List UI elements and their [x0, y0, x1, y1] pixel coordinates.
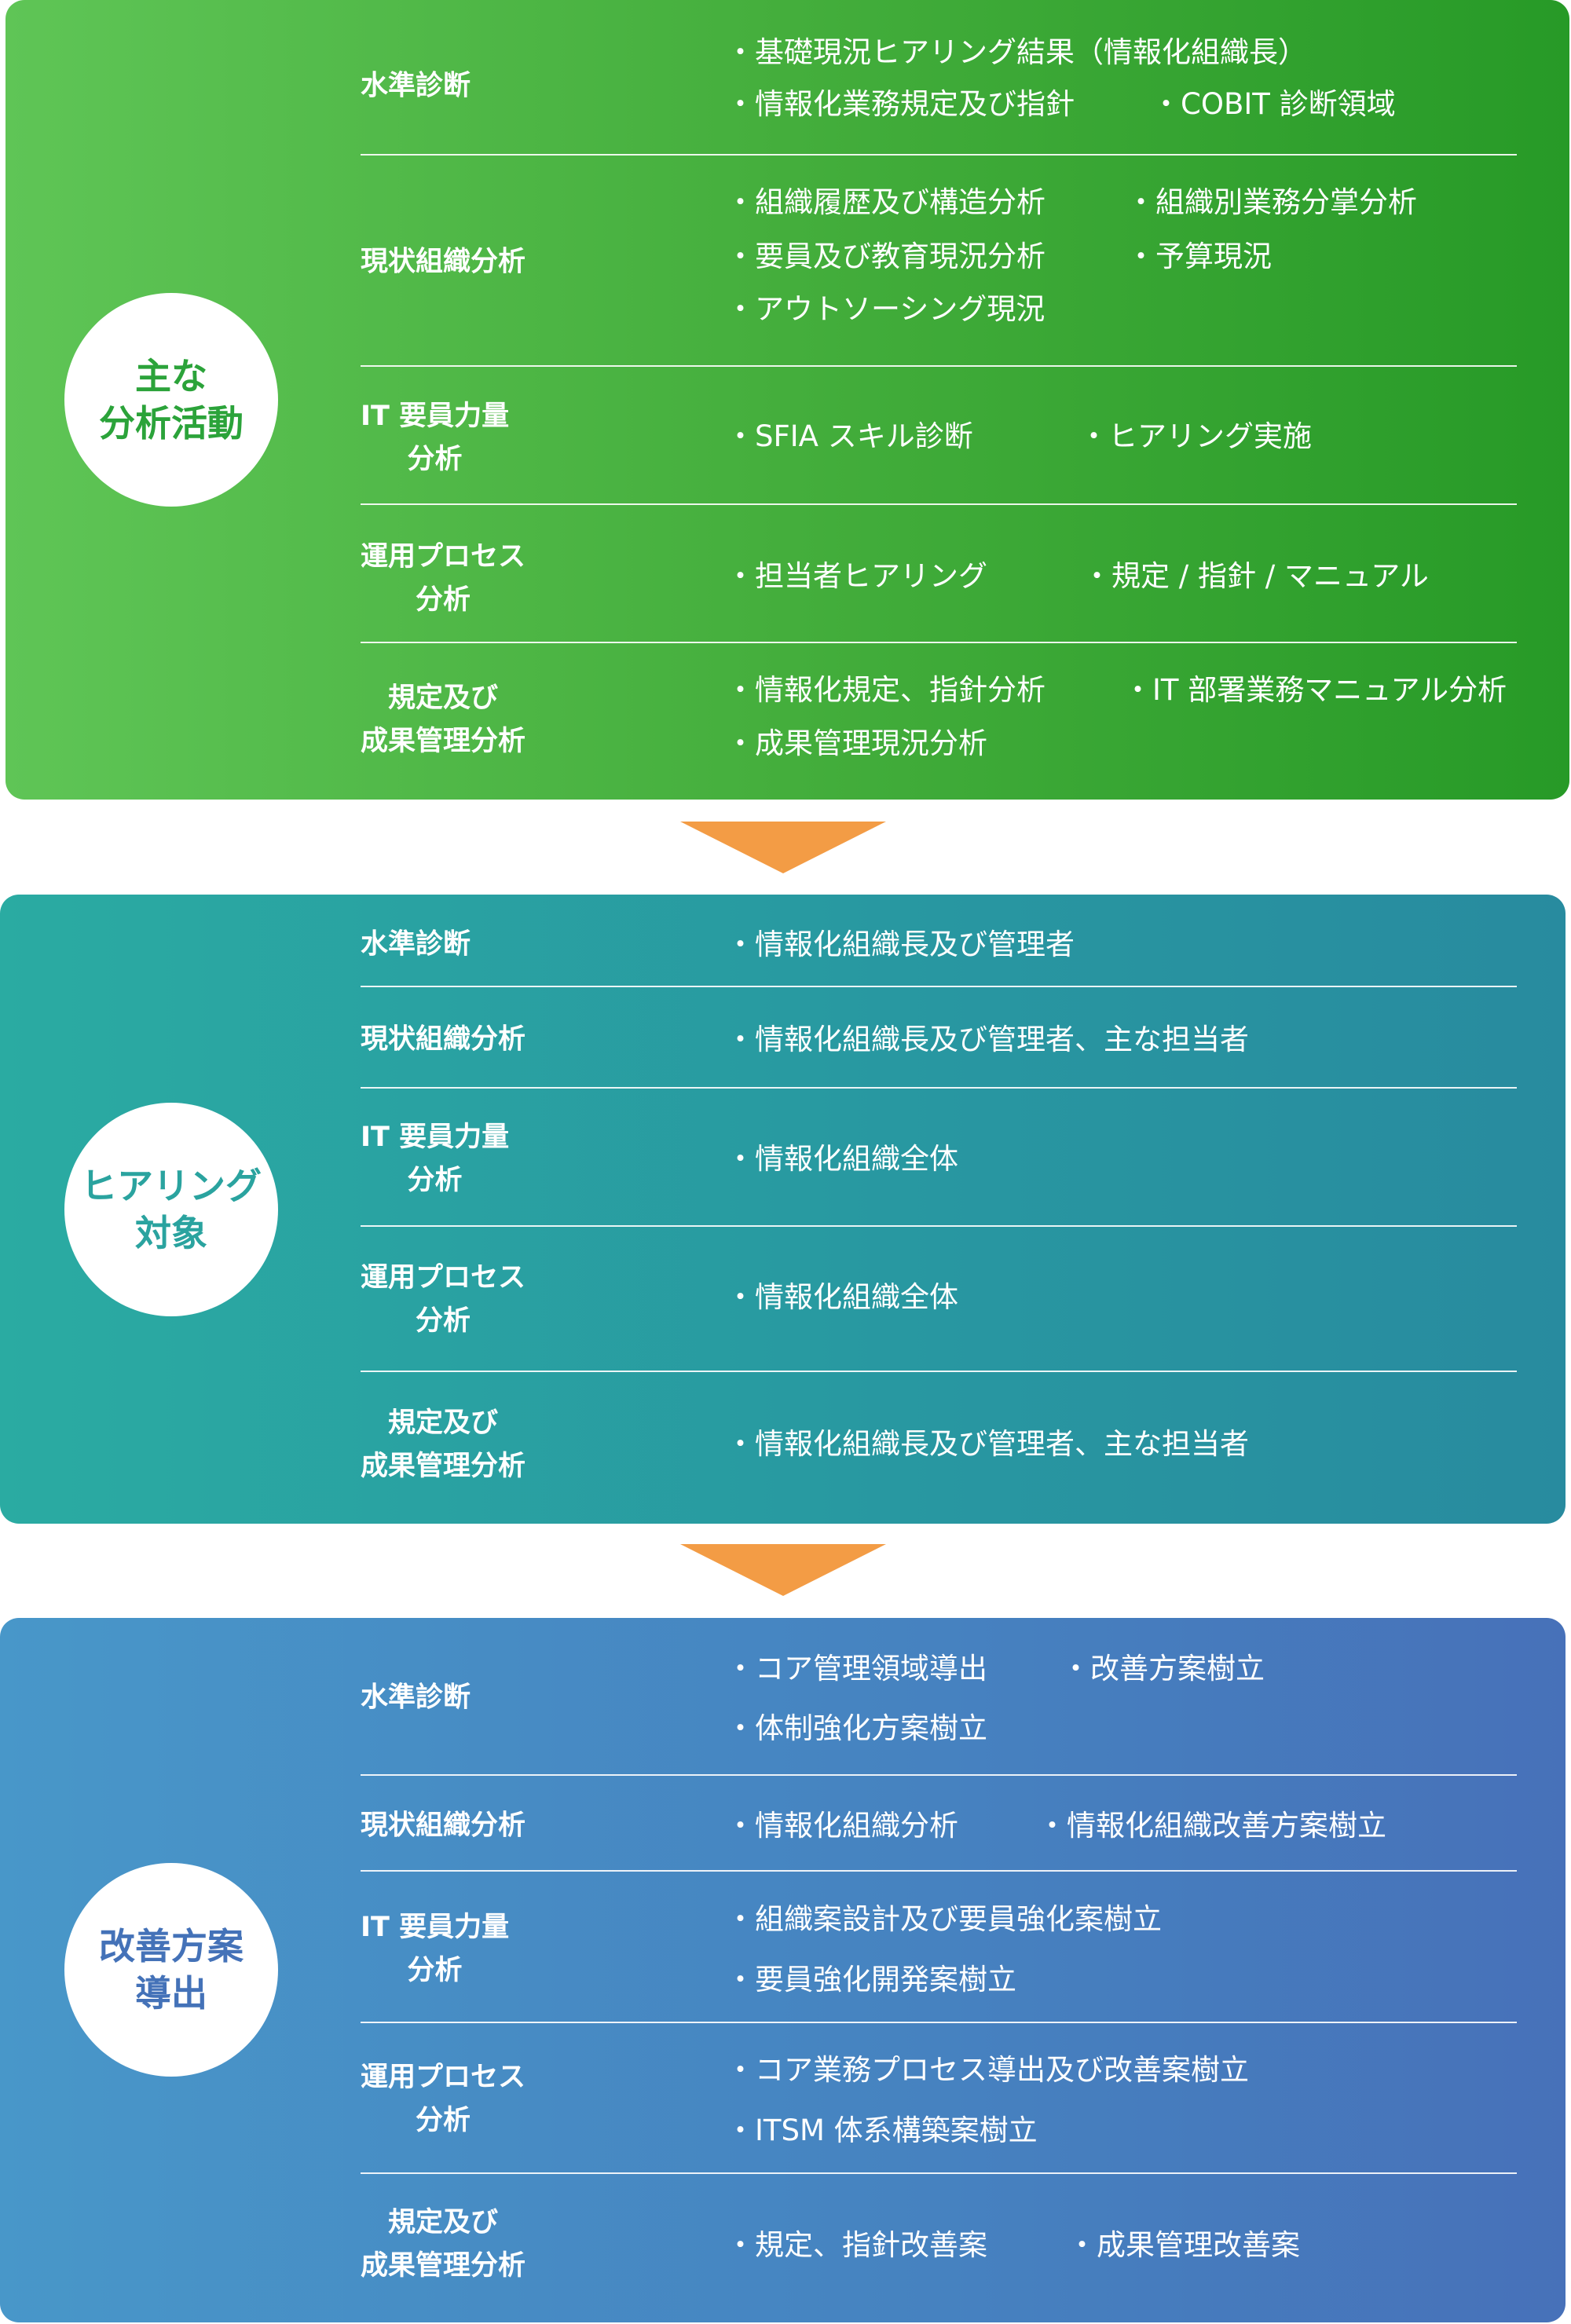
list-item: コア業務プロセス導出及び改善案樹立: [726, 2052, 1249, 2088]
section-title-line: ヒアリング: [81, 1165, 262, 1207]
down-arrow-icon: [680, 822, 886, 873]
list-item: 情報化組織全体: [726, 1141, 958, 1177]
list-item: 規定 / 指針 / マニュアル: [1082, 558, 1429, 595]
row-divider: [361, 986, 1517, 987]
section-title-badge: 改善方案 導出: [64, 1863, 278, 2077]
section-title-line: 導出: [135, 1972, 207, 2015]
list-item: 成果管理改善案: [1067, 2227, 1300, 2264]
list-item: 情報化規定、指針分析: [726, 672, 1046, 708]
row-label: 水準診断: [361, 70, 471, 102]
row-label: IT 要員力量分析: [361, 1122, 510, 1196]
list-item: 基礎現況ヒアリング結果（情報化組織長）: [726, 35, 1307, 71]
row-divider: [361, 1774, 1517, 1776]
list-item: 組織別業務分掌分析: [1126, 185, 1417, 221]
section-title-badge: ヒアリング 対象: [64, 1103, 278, 1316]
row-label: 水準診断: [361, 928, 471, 961]
row-label: 運用プロセス分析: [361, 2062, 526, 2136]
row-label: 現状組織分析: [361, 1023, 526, 1056]
list-item: 情報化組織長及び管理者、主な担当者: [726, 1022, 1249, 1058]
row-label: 水準診断: [361, 1682, 471, 1714]
section-title-line: 主な: [135, 355, 207, 397]
list-item: ヒアリング実施: [1079, 419, 1312, 455]
row-divider: [361, 1870, 1517, 1872]
list-item: 担当者ヒアリング: [726, 558, 987, 595]
row-divider: [361, 2172, 1517, 2174]
row-label: IT 要員力量分析: [361, 1912, 510, 1986]
row-divider: [361, 1225, 1517, 1227]
list-item: ITSM 体系構築案樹立: [726, 2113, 1038, 2149]
row-label: IT 要員力量分析: [361, 401, 510, 475]
row-divider: [361, 154, 1517, 156]
list-item: 予算現況: [1126, 239, 1272, 275]
row-divider: [361, 365, 1517, 367]
row-label: 規定及び成果管理分析: [361, 683, 526, 757]
row-divider: [361, 1371, 1517, 1372]
row-divider: [361, 642, 1517, 643]
list-item: COBIT 診断領域: [1152, 86, 1396, 123]
list-item: IT 部署業務マニュアル分析: [1123, 672, 1507, 708]
section-title-line: 対象: [135, 1212, 207, 1254]
list-item: 体制強化方案樹立: [726, 1711, 987, 1747]
section-title-line: 改善方案: [99, 1925, 244, 1967]
list-item: 規定、指針改善案: [726, 2227, 987, 2264]
row-label: 現状組織分析: [361, 1810, 526, 1842]
row-label: 運用プロセス分析: [361, 1262, 526, 1337]
list-item: 情報化組織全体: [726, 1279, 958, 1316]
row-label: 規定及び成果管理分析: [361, 2207, 526, 2282]
list-item: 改善方案樹立: [1061, 1651, 1265, 1687]
row-divider: [361, 503, 1517, 505]
list-item: 情報化組織長及び管理者: [726, 927, 1075, 963]
list-item: 情報化組織分析: [726, 1808, 958, 1844]
list-item: 組織履歴及び構造分析: [726, 185, 1046, 221]
list-item: 情報化業務規定及び指針: [726, 86, 1075, 123]
row-label: 運用プロセス分析: [361, 541, 526, 616]
list-item: 情報化組織改善方案樹立: [1038, 1808, 1386, 1844]
list-item: コア管理領域導出: [726, 1651, 987, 1687]
list-item: 組織案設計及び要員強化案樹立: [726, 1901, 1162, 1938]
list-item: SFIA スキル診断: [726, 419, 973, 455]
list-item: 成果管理現況分析: [726, 726, 987, 762]
down-arrow-icon: [680, 1544, 886, 1596]
row-label: 規定及び成果管理分析: [361, 1407, 526, 1482]
list-item: 要員強化開発案樹立: [726, 1962, 1016, 1998]
list-item: 要員及び教育現況分析: [726, 239, 1046, 275]
section-title-badge: 主な 分析活動: [64, 293, 278, 507]
list-item: 情報化組織長及び管理者、主な担当者: [726, 1426, 1249, 1462]
section-title-line: 分析活動: [99, 402, 244, 445]
list-item: アウトソーシング現況: [726, 291, 1045, 328]
row-label: 現状組織分析: [361, 246, 526, 278]
row-divider: [361, 2022, 1517, 2023]
row-divider: [361, 1087, 1517, 1089]
